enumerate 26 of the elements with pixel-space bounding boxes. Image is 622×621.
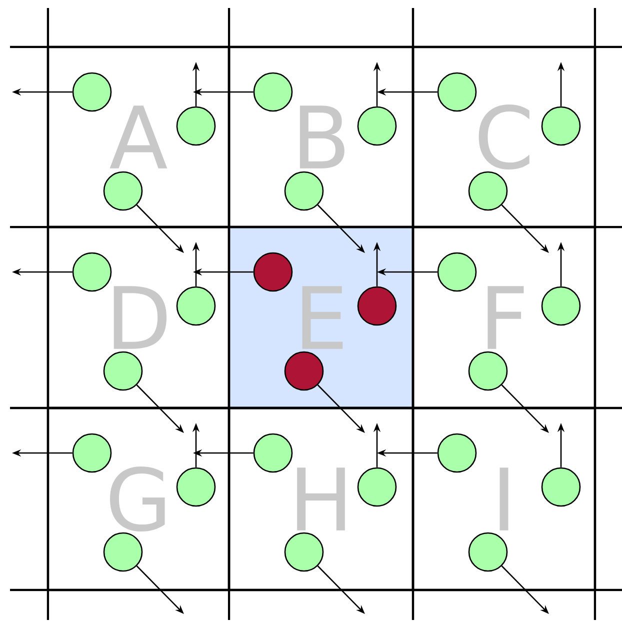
- particle-circle: [103, 351, 143, 391]
- particle-circle: [357, 286, 397, 326]
- particle-circle: [541, 106, 581, 146]
- particle-circle: [357, 467, 397, 507]
- particle-circle: [437, 72, 477, 112]
- particle-circle: [437, 433, 477, 473]
- particle-circle: [468, 171, 508, 211]
- particle-circle: [176, 467, 216, 507]
- particle-circle: [284, 351, 324, 391]
- particle-circle: [103, 171, 143, 211]
- particle-circle: [253, 72, 293, 112]
- particle-circle: [176, 286, 216, 326]
- particle-circle: [253, 433, 293, 473]
- particle-circle: [284, 532, 324, 572]
- particle-circle: [103, 532, 143, 572]
- particle-circle: [437, 252, 477, 292]
- particle-circle: [468, 532, 508, 572]
- particle-circle: [176, 106, 216, 146]
- particle-circle: [357, 106, 397, 146]
- particle-circle: [284, 171, 324, 211]
- particle-circle: [253, 252, 293, 292]
- particle-circle: [72, 433, 112, 473]
- particle-circle: [541, 467, 581, 507]
- particle-circle: [541, 286, 581, 326]
- particle-circle: [468, 351, 508, 391]
- particle-circle: [72, 252, 112, 292]
